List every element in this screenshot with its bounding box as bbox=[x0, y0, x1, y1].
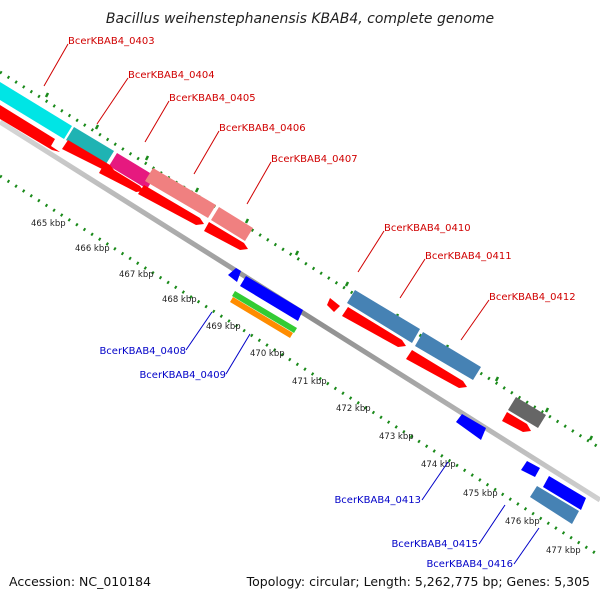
gene-label-0407[interactable]: BcerKBAB4_0407 bbox=[271, 154, 358, 165]
cds-0404[interactable] bbox=[62, 140, 114, 171]
cds-0413b[interactable] bbox=[521, 461, 540, 477]
gene-label-0412[interactable]: BcerKBAB4_0412 bbox=[489, 292, 576, 303]
cds-reverse bbox=[228, 268, 586, 524]
cds-0415[interactable] bbox=[543, 476, 586, 510]
tick-label: 465 kbp bbox=[31, 219, 66, 229]
feature-0406-cog[interactable] bbox=[145, 168, 216, 218]
tick-label: 476 kbp bbox=[505, 517, 540, 527]
feature-0404-cog[interactable] bbox=[66, 127, 114, 164]
gene-label-0409[interactable]: BcerKBAB4_0409 bbox=[139, 370, 226, 381]
tick-label: 470 kbp bbox=[250, 349, 285, 359]
gene-labels: BcerKBAB4_0403 BcerKBAB4_0404 BcerKBAB4_… bbox=[68, 36, 576, 570]
tick-label: 473 kbp bbox=[379, 432, 414, 442]
tick-label: 477 kbp bbox=[546, 546, 581, 556]
cds-0412[interactable] bbox=[502, 412, 531, 432]
tick-label: 475 kbp bbox=[463, 489, 498, 499]
cds-reverse-small[interactable] bbox=[228, 268, 241, 282]
gene-label-0413[interactable]: BcerKBAB4_0413 bbox=[334, 495, 421, 506]
gene-label-0415[interactable]: BcerKBAB4_0415 bbox=[391, 539, 478, 550]
feature-0408-cog[interactable] bbox=[232, 291, 297, 333]
gene-label-0416[interactable]: BcerKBAB4_0416 bbox=[426, 559, 513, 570]
feature-0405-cog[interactable] bbox=[109, 153, 155, 189]
tick-labels: 465 kbp 466 kbp 467 kbp 468 kbp 469 kbp … bbox=[31, 219, 581, 556]
gene-label-0403[interactable]: BcerKBAB4_0403 bbox=[68, 36, 155, 47]
accession-text: Accession: NC_010184 bbox=[9, 574, 151, 589]
tick-label: 469 kbp bbox=[206, 322, 241, 332]
tick-label: 474 kbp bbox=[421, 460, 456, 470]
gene-label-0404[interactable]: BcerKBAB4_0404 bbox=[128, 70, 215, 81]
tick-label: 471 kbp bbox=[292, 377, 327, 387]
map-title: Bacillus weihenstephanensis KBAB4, compl… bbox=[106, 11, 494, 27]
cds-0405[interactable] bbox=[99, 164, 144, 192]
feature-0409-cog[interactable] bbox=[230, 297, 293, 338]
label-leaders bbox=[43, 43, 540, 565]
gene-label-0406[interactable]: BcerKBAB4_0406 bbox=[219, 123, 306, 134]
cds-0403[interactable] bbox=[0, 105, 60, 152]
feature-0403-cog[interactable] bbox=[0, 82, 72, 139]
cds-forward bbox=[0, 105, 531, 432]
feature-0416-cog[interactable] bbox=[530, 486, 579, 524]
cds-0410[interactable] bbox=[342, 307, 406, 347]
outer-tick-track bbox=[0, 70, 600, 450]
outer-major-ticks bbox=[44, 92, 594, 441]
feature-gray-cog[interactable] bbox=[508, 397, 546, 428]
gene-label-0410[interactable]: BcerKBAB4_0410 bbox=[384, 223, 471, 234]
feature-0407-cog[interactable] bbox=[211, 207, 253, 241]
cog-features-forward bbox=[0, 82, 546, 428]
cds-0413[interactable] bbox=[456, 414, 486, 440]
tick-label: 468 kbp bbox=[162, 295, 197, 305]
gene-label-0408[interactable]: BcerKBAB4_0408 bbox=[99, 346, 186, 357]
topology-text: Topology: circular; Length: 5,262,775 bp… bbox=[246, 574, 590, 589]
inner-tick-track bbox=[0, 174, 600, 558]
gene-label-0405[interactable]: BcerKBAB4_0405 bbox=[169, 93, 256, 104]
cds-0407[interactable] bbox=[204, 222, 248, 250]
cds-small-fwd[interactable] bbox=[327, 298, 340, 312]
tick-label: 466 kbp bbox=[75, 244, 110, 254]
feature-0411-cog[interactable] bbox=[415, 332, 481, 380]
cds-0411[interactable] bbox=[406, 350, 467, 388]
cds-0408[interactable] bbox=[240, 276, 303, 321]
tick-label: 472 kbp bbox=[336, 404, 371, 414]
gene-label-0411[interactable]: BcerKBAB4_0411 bbox=[425, 251, 512, 262]
tick-label: 467 kbp bbox=[119, 270, 154, 280]
feature-0410-cog[interactable] bbox=[347, 290, 420, 343]
cds-0406[interactable] bbox=[138, 185, 204, 225]
